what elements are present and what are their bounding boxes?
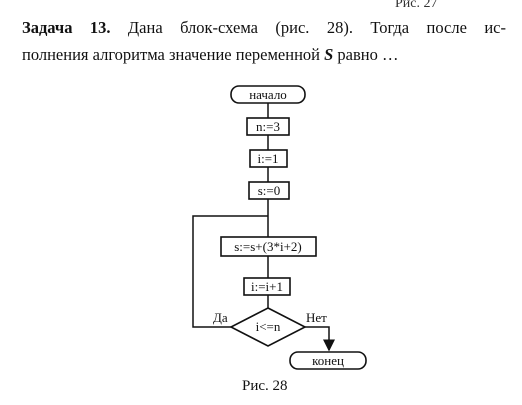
end-terminator bbox=[289, 351, 367, 370]
s-update-label: s:=s+(3*i+2) bbox=[234, 239, 302, 254]
s-assign-label: s:=0 bbox=[258, 183, 281, 198]
no-branch-arrow bbox=[305, 326, 335, 352]
problem-text-1: Дана блок-схема (рис. 28). Тогда после и… bbox=[127, 18, 506, 37]
problem-statement: Задача 13. Дана блок-схема (рис. 28). То… bbox=[22, 14, 506, 68]
problem-text-2: полнения алгоритма значение переменной bbox=[22, 45, 320, 64]
figure-caption: Рис. 28 bbox=[242, 378, 288, 394]
condition-label: i<=n bbox=[256, 319, 281, 334]
problem-line-1: Задача 13. Дана блок-схема (рис. 28). То… bbox=[22, 14, 506, 41]
process-i-increment bbox=[243, 277, 291, 296]
start-label: начало bbox=[249, 87, 287, 102]
loop-back-line bbox=[192, 215, 268, 328]
process-s-assign bbox=[248, 181, 290, 200]
problem-label: Задача 13. bbox=[22, 18, 111, 37]
previous-figure-caption: Рис. 27 bbox=[395, 0, 438, 11]
no-label: Нет bbox=[306, 310, 327, 325]
yes-label: Да bbox=[213, 310, 228, 325]
decision-diamond bbox=[229, 307, 307, 347]
i-inc-label: i:=i+1 bbox=[251, 279, 283, 294]
problem-text-3: равно … bbox=[337, 45, 399, 64]
problem-line-2: полнения алгоритма значение переменной S… bbox=[22, 41, 506, 68]
end-label: конец bbox=[312, 353, 344, 368]
i-assign-label: i:=1 bbox=[257, 151, 278, 166]
variable-name: S bbox=[324, 45, 334, 64]
n-assign-label: n:=3 bbox=[256, 119, 280, 134]
